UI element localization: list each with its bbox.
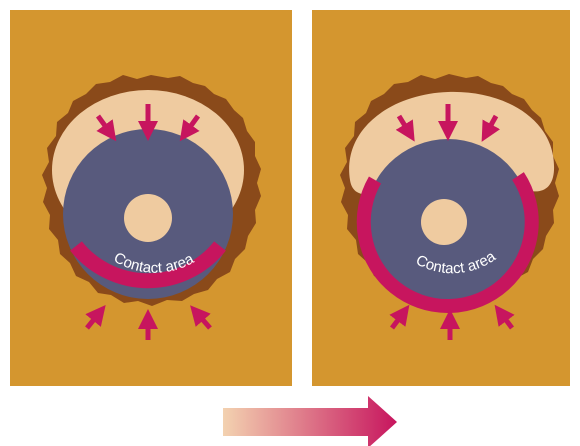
center-hole: [124, 194, 172, 242]
progression-arrow-icon: [223, 396, 397, 446]
panel-after: Contact area: [312, 10, 570, 386]
center-hole: [421, 199, 467, 245]
panel-before: Contact area: [10, 10, 292, 386]
